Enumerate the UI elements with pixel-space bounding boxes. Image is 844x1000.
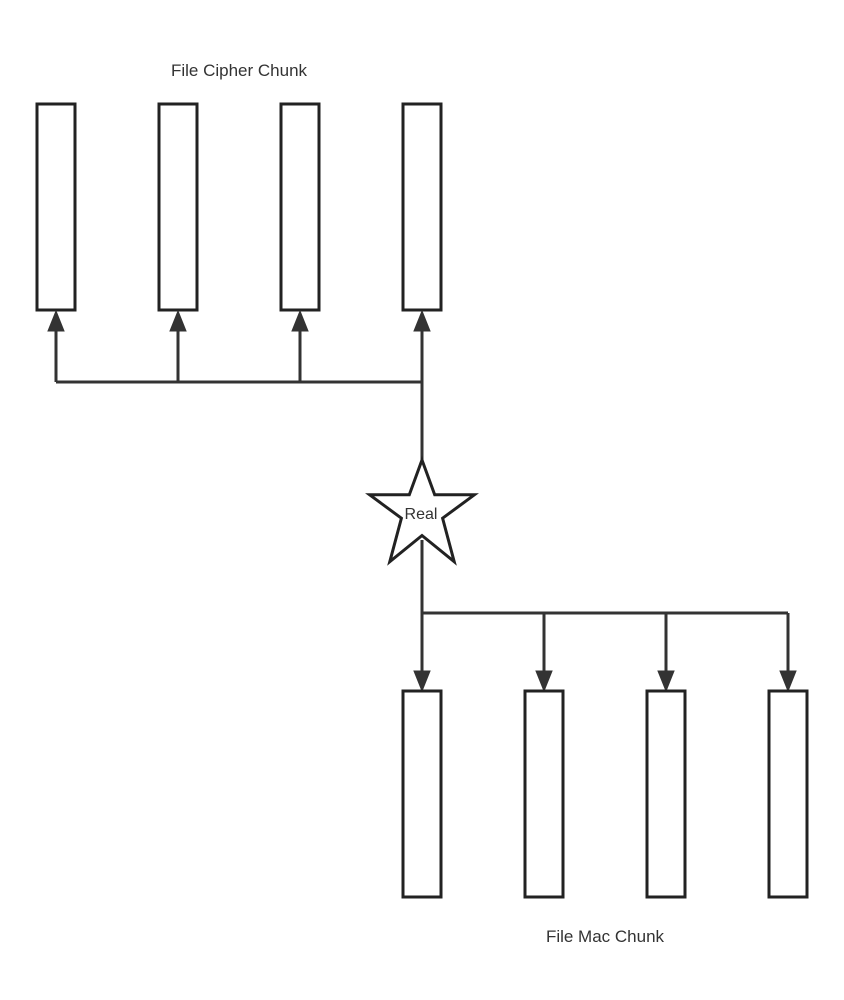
- bottom-chunk-4[interactable]: [767, 689, 809, 899]
- bottom-group-label: File Mac Chunk: [546, 927, 665, 946]
- top-chunk-3[interactable]: [279, 102, 321, 312]
- bottom-chunk-3[interactable]: [645, 689, 687, 899]
- bottom-chunk-2[interactable]: [523, 689, 565, 899]
- center-node-label: Real: [405, 506, 438, 523]
- top-chunk-1[interactable]: [35, 102, 77, 312]
- top-chunks: [35, 102, 443, 312]
- top-group-label: File Cipher Chunk: [171, 61, 308, 80]
- arrow-down-3-icon: [657, 670, 675, 693]
- bottom-connectors: [413, 540, 797, 693]
- top-chunk-2[interactable]: [157, 102, 199, 312]
- arrow-up-4-icon: [413, 309, 431, 332]
- arrow-down-2-icon: [535, 670, 553, 693]
- top-connectors: [47, 309, 431, 460]
- arrow-down-4-icon: [779, 670, 797, 693]
- bottom-chunk-1[interactable]: [401, 689, 443, 899]
- arrow-up-1-icon: [47, 309, 65, 332]
- bottom-chunks: [401, 689, 809, 899]
- center-node[interactable]: Real: [365, 455, 479, 566]
- arrow-up-2-icon: [169, 309, 187, 332]
- arrow-down-1-icon: [413, 670, 431, 693]
- arrow-up-3-icon: [291, 309, 309, 332]
- star-icon: [365, 455, 479, 566]
- top-chunk-4[interactable]: [401, 102, 443, 312]
